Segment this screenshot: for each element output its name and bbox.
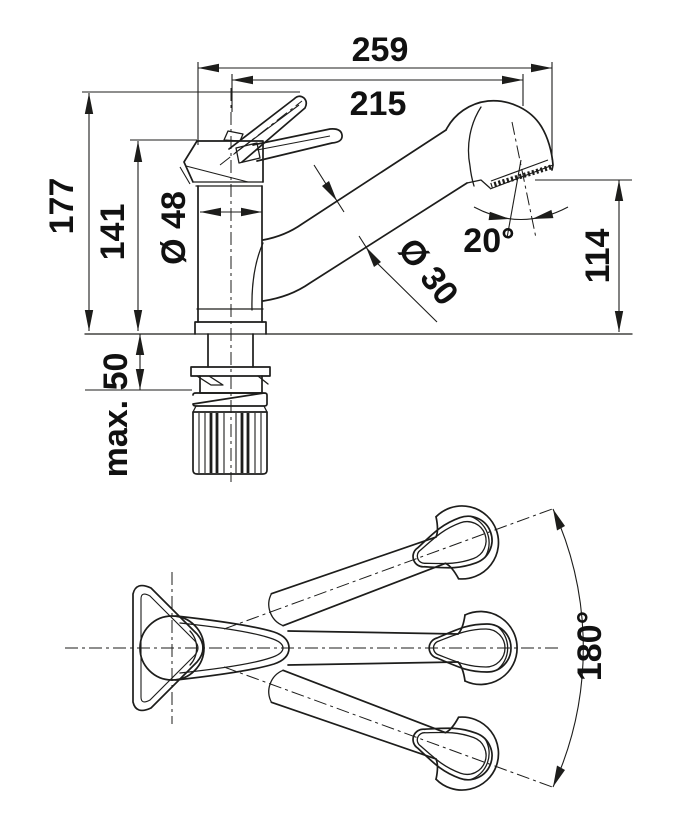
dim-177: 177	[43, 91, 300, 331]
dim-259: 259	[197, 31, 553, 160]
dim-label-body-diameter: Ø 48	[155, 191, 193, 265]
lever-pivot	[235, 142, 261, 164]
spout-lower-edge	[262, 182, 468, 302]
dim-label-reach-spout: 215	[350, 85, 407, 123]
dim-outlet-angle: 20°	[463, 121, 569, 260]
dim-body-diameter: Ø 48	[155, 191, 262, 265]
dim-max-50: max. 50	[85, 334, 192, 477]
dim-spout-diameter: Ø 30	[313, 164, 466, 323]
dim-141: 141	[94, 139, 197, 331]
dim-label-max-mounting-thickness: max. 50	[97, 353, 135, 478]
housing-tab	[223, 130, 244, 142]
dim-label-height-total: 177	[43, 178, 81, 235]
handle-lever-raised	[228, 95, 308, 163]
dim-114: 114	[535, 179, 632, 332]
handle-knob-lower	[412, 727, 493, 781]
handle-knob-middle	[428, 623, 512, 673]
spray-head	[445, 99, 554, 171]
spout-upper-edge	[262, 129, 447, 241]
dim-label-reach-total: 259	[352, 31, 409, 69]
dim-label-spout-tube-diameter: Ø 30	[390, 231, 465, 312]
side-view: 259 215 177 141 max. 50	[43, 31, 633, 482]
body-column	[197, 185, 263, 323]
handle-knob-upper	[412, 515, 493, 569]
dim-label-height-to-spout: 141	[94, 204, 132, 261]
spray-head-bottom	[466, 179, 491, 189]
spout-position-lower	[268, 669, 500, 791]
cartridge-housing	[183, 140, 264, 183]
dim-215: 215	[231, 74, 524, 123]
dim-label-swivel-range: 180°	[571, 611, 609, 681]
plan-centerlines	[65, 507, 558, 789]
housing-detail	[179, 165, 249, 185]
handle-lever-lowered-inner	[256, 135, 331, 151]
mounting-shank	[190, 333, 271, 475]
knurl-lines	[198, 413, 262, 473]
spout-socket-curve	[251, 242, 264, 311]
dim-label-outlet-angle: 20°	[463, 222, 514, 260]
spray-head-joint	[467, 106, 482, 187]
handle-lever-lowered	[252, 128, 343, 162]
aerator-face	[490, 164, 552, 188]
dim-label-outlet-height: 114	[579, 228, 617, 283]
faucet-side-outline	[84, 88, 633, 482]
top-view: 180°	[65, 505, 609, 791]
handle-lever-axis	[219, 100, 303, 166]
triangle-base-inner	[140, 593, 199, 703]
swivel-arc	[552, 508, 584, 788]
triangle-base	[132, 584, 204, 712]
housing-joint	[193, 181, 264, 187]
